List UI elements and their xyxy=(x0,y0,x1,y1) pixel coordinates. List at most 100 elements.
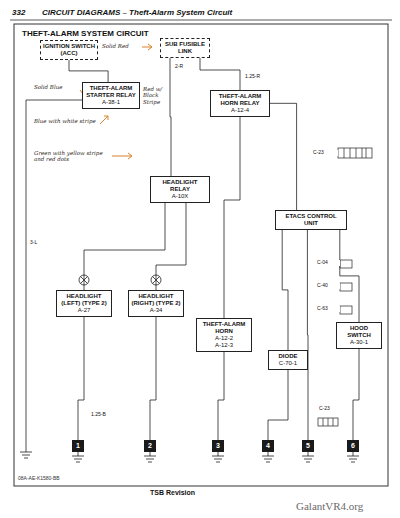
connector-symbol xyxy=(318,418,338,426)
handwritten-note: Blue with white stripe xyxy=(34,118,98,124)
node-label: ETACS CONTROL UNIT xyxy=(278,213,344,227)
watermark: GalantVR4.org xyxy=(296,500,392,513)
revision-note: TSB Revision xyxy=(150,489,230,497)
node-label: 4 xyxy=(263,442,273,450)
ground-symbol xyxy=(347,452,359,462)
wire xyxy=(282,230,288,350)
handwritten-note: Solid Blue xyxy=(34,84,78,90)
node-label: 1 xyxy=(73,442,83,450)
connector-id: C-04 xyxy=(316,260,340,266)
wire xyxy=(84,203,165,290)
handwritten-note: Solid Red xyxy=(102,43,142,49)
fuse-box: SUB FUSIBLE LINK xyxy=(160,38,210,58)
node-label: 5 xyxy=(303,442,313,450)
wire xyxy=(69,60,108,82)
wire xyxy=(170,58,171,176)
ground-symbol xyxy=(262,452,274,462)
handwritten-note: Red w/ Black Stripe xyxy=(143,86,167,105)
handwritten-note: Green with yellow stripe and red dots xyxy=(34,150,110,163)
wire xyxy=(270,103,297,210)
node-label: HEADLIGHT RELAY xyxy=(153,179,207,193)
node-label: IGNITION SWITCH (ACC) xyxy=(43,43,95,57)
wire xyxy=(200,58,240,90)
part-code: C-70-1 xyxy=(271,360,305,367)
connector-symbol xyxy=(340,260,352,268)
wire xyxy=(307,230,309,440)
connector-id: C-23 xyxy=(312,150,338,156)
node-label: DIODE xyxy=(271,353,305,360)
page-number: 332 xyxy=(12,8,36,17)
relay-box: THEFT-ALARM STARTER RELAYA-38-1 xyxy=(82,82,140,109)
note-arrow xyxy=(142,44,152,50)
node-label: 6 xyxy=(348,442,358,450)
ground-terminal: 3 xyxy=(212,440,224,452)
ground-symbol xyxy=(20,452,32,458)
connector-symbol xyxy=(340,283,352,291)
connector-id: C-40 xyxy=(316,283,340,289)
ground-symbol xyxy=(302,452,314,462)
connector-symbol xyxy=(338,148,372,158)
connector-pins xyxy=(323,418,333,426)
part-code: A-12-4 xyxy=(213,107,267,114)
headlight-box: HEADLIGHT (LEFT) (TYPE 2)A-27 xyxy=(56,290,112,317)
diagram-title: THEFT-ALARM SYSTEM CIRCUIT xyxy=(22,29,222,38)
ground-symbols xyxy=(72,452,359,462)
control-unit-box: ETACS CONTROL UNIT xyxy=(275,210,347,230)
lamp-symbols xyxy=(79,275,161,285)
wire xyxy=(78,317,84,440)
header-rule xyxy=(10,20,392,21)
wire xyxy=(268,370,288,440)
page-frame xyxy=(14,24,388,486)
node-label: THEFT-ALARM HORN xyxy=(199,321,249,335)
part-code: A-30-1 xyxy=(339,339,379,346)
node-label: HOOD SWITCH xyxy=(339,325,379,339)
wire xyxy=(150,317,156,440)
headlight-box: HEADLIGHT (RIGHT) (TYPE 2)A-34 xyxy=(128,290,184,317)
note-arrows xyxy=(80,44,152,159)
ground-terminal: 6 xyxy=(347,440,359,452)
wire-code: 1.25-R xyxy=(244,74,272,80)
wire xyxy=(156,203,186,290)
wire xyxy=(224,117,240,318)
part-code: A-10X xyxy=(153,193,207,200)
connector-symbol xyxy=(340,306,352,314)
part-code: A-12-3 xyxy=(199,342,249,349)
bus-wire xyxy=(26,100,27,452)
part-code: A-27 xyxy=(59,307,109,314)
node-label: HEADLIGHT (LEFT) (TYPE 2) xyxy=(59,293,109,307)
wire-code: 1.25-B xyxy=(90,412,118,418)
relay-box: HEADLIGHT RELAYA-10X xyxy=(150,176,210,203)
note-arrow xyxy=(112,153,132,159)
node-label: 2 xyxy=(145,442,155,450)
node-label: HEADLIGHT (RIGHT) (TYPE 2) xyxy=(131,293,181,307)
part-code: A-12-2 xyxy=(199,335,249,342)
wire-code: 2-R xyxy=(174,64,198,70)
note-arrow xyxy=(100,116,108,124)
ground-symbol xyxy=(212,452,224,462)
ground-symbol xyxy=(72,452,84,462)
connector-id: C-23 xyxy=(318,406,342,412)
bus-wire xyxy=(26,100,82,101)
node-label: SUB FUSIBLE LINK xyxy=(163,41,207,55)
ground-terminal: 1 xyxy=(72,440,84,452)
node-label: 3 xyxy=(213,442,223,450)
relay-box: THEFT-ALARM HORN RELAYA-12-4 xyxy=(210,90,270,117)
wire-code: 3-L xyxy=(29,240,47,246)
wire xyxy=(218,352,224,440)
horn-box: THEFT-ALARM HORNA-12-2A-12-3 xyxy=(196,318,252,352)
switch-box: HOOD SWITCHA-30-1 xyxy=(336,322,382,349)
connector-pins xyxy=(344,148,366,158)
switch-box: IGNITION SWITCH (ACC) xyxy=(40,40,98,60)
wire xyxy=(340,230,359,322)
page-header: CIRCUIT DIAGRAMS – Theft-Alarm System Ci… xyxy=(42,8,342,17)
connector-id: C-63 xyxy=(316,306,340,312)
node-label: THEFT-ALARM STARTER RELAY xyxy=(85,85,137,99)
node-label: THEFT-ALARM HORN RELAY xyxy=(213,93,267,107)
ground-symbol xyxy=(144,452,156,462)
ground-terminal: 2 xyxy=(144,440,156,452)
part-code: A-38-1 xyxy=(85,99,137,106)
ground-terminal: 5 xyxy=(302,440,314,452)
wire xyxy=(353,349,359,440)
